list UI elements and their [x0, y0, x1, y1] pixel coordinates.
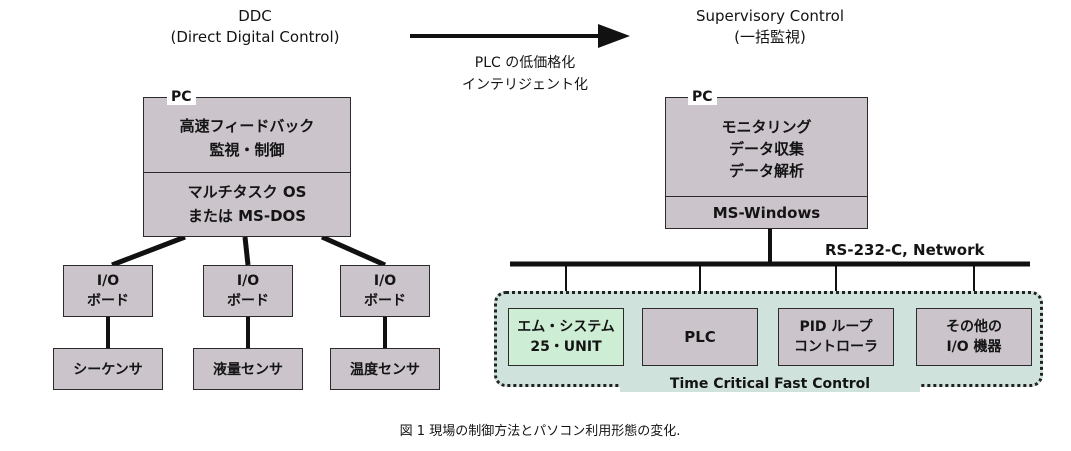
transition-label-line-2: インテリジェント化	[462, 77, 588, 93]
right-pc-line-3: データ解析	[728, 162, 804, 180]
left-os: マルチタスク OS または MS-DOS	[144, 180, 350, 228]
right-pc-divider	[666, 196, 867, 197]
device-m-system-line-1: エム・システム	[517, 319, 615, 335]
sensor-sequencer: シーケンサ	[53, 348, 163, 390]
sensor-liquid-level: 液量センサ	[193, 348, 303, 390]
left-pc-divider	[144, 172, 350, 173]
figure-caption: 図 1 現場の制御方法とパソコン利用形態の変化.	[399, 424, 681, 439]
device-m-system-line-2: 25・UNIT	[530, 339, 602, 355]
network-label: RS-232-C, Network	[825, 241, 985, 259]
right-pc-functions: モニタリング データ収集 データ解析	[666, 116, 867, 182]
ddc-subtitle: (Direct Digital Control)	[170, 28, 340, 46]
transition-arrow-head	[598, 24, 630, 48]
time-critical-label: Time Critical Fast Control	[620, 376, 920, 392]
device-pid-controller: PID ループ コントローラ	[778, 308, 894, 366]
transition-label: PLC の低価格化 インテリジェント化	[440, 52, 610, 96]
device-other-line-2: I/O 機器	[946, 339, 1002, 355]
supervisory-subtitle: (一括監視)	[734, 28, 806, 46]
right-os: MS-Windows	[712, 204, 821, 222]
device-plc-line-1: PLC	[684, 328, 716, 346]
io-board-2: I/O ボード	[203, 265, 293, 317]
device-m-system: エム・システム 25・UNIT	[508, 308, 624, 366]
io-board-3-line-2: ボード	[364, 293, 406, 309]
io-board-1-line-2: ボード	[87, 293, 129, 309]
ddc-heading: DDC (Direct Digital Control)	[145, 6, 365, 48]
right-pc-line-2: データ収集	[728, 140, 804, 158]
right-pc-box: モニタリング データ収集 データ解析 MS-Windows	[665, 97, 868, 229]
right-pc-label: PC	[688, 89, 717, 105]
supervisory-title: Supervisory Control	[695, 7, 844, 25]
io-board-3-line-1: I/O	[373, 273, 397, 289]
left-pc-label: PC	[167, 89, 196, 105]
right-pc-line-1: モニタリング	[721, 118, 812, 136]
pc-to-io-1-connector	[111, 234, 186, 268]
device-other-line-1: その他の	[946, 319, 1002, 335]
left-os-line-2: または MS-DOS	[187, 207, 307, 225]
pc-to-io-3-connector	[320, 234, 387, 268]
io-board-1-line-1: I/O	[96, 273, 120, 289]
io-board-1: I/O ボード	[63, 265, 153, 317]
left-pc-line-2: 監視・制御	[209, 141, 285, 159]
left-pc-functions: 高速フィードバック 監視・制御	[144, 114, 350, 162]
pc-to-io-2-connector	[242, 236, 251, 266]
transition-label-line-1: PLC の低価格化	[474, 55, 576, 71]
device-pid-line-1: PID ループ	[799, 319, 873, 335]
device-other-io: その他の I/O 機器	[916, 308, 1032, 366]
supervisory-heading: Supervisory Control (一括監視)	[650, 6, 890, 48]
ddc-title: DDC	[238, 7, 272, 25]
io-board-3: I/O ボード	[340, 265, 430, 317]
device-pid-line-2: コントローラ	[794, 339, 878, 355]
sensor-temperature: 温度センサ	[330, 348, 440, 390]
io-board-2-line-2: ボード	[227, 293, 269, 309]
left-pc-box: 高速フィードバック 監視・制御 マルチタスク OS または MS-DOS	[143, 97, 351, 237]
device-plc: PLC	[642, 308, 758, 366]
io-board-2-line-1: I/O	[236, 273, 260, 289]
left-pc-line-1: 高速フィードバック	[179, 117, 315, 135]
left-os-line-1: マルチタスク OS	[187, 183, 307, 201]
